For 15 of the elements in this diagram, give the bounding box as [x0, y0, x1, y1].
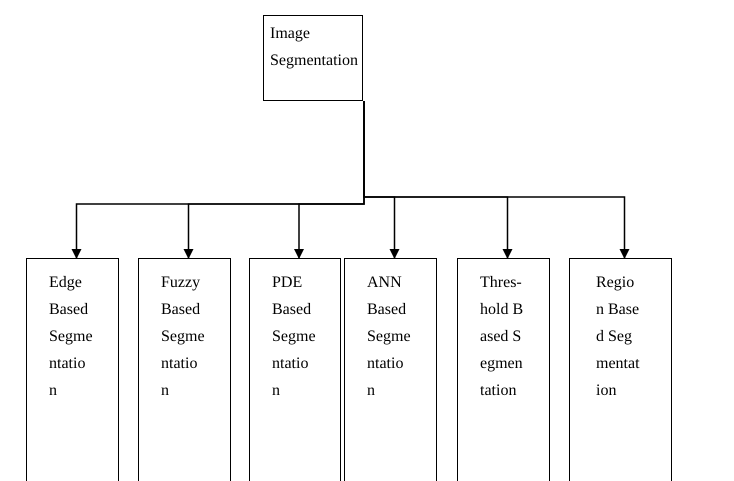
connector-arrow	[363, 101, 630, 259]
category-box	[457, 258, 550, 481]
node-label: Fuzzy Based Segmentation	[161, 273, 205, 401]
root-box	[263, 15, 363, 101]
category-box	[344, 258, 437, 481]
node-label: ANN Based Segmentation	[367, 273, 411, 401]
node-label: Edge Based Segmentation	[49, 273, 93, 401]
category-box	[569, 258, 672, 481]
node-label: Thres-hold Based Segmentation	[480, 273, 524, 401]
node-label: Image Segmentation	[270, 24, 359, 71]
category-box	[138, 258, 231, 481]
category-box	[26, 258, 119, 481]
node-label: PDE Based Segmentation	[272, 273, 316, 401]
node-label: Region Based Segmentation	[596, 273, 640, 401]
category-box	[249, 258, 341, 481]
